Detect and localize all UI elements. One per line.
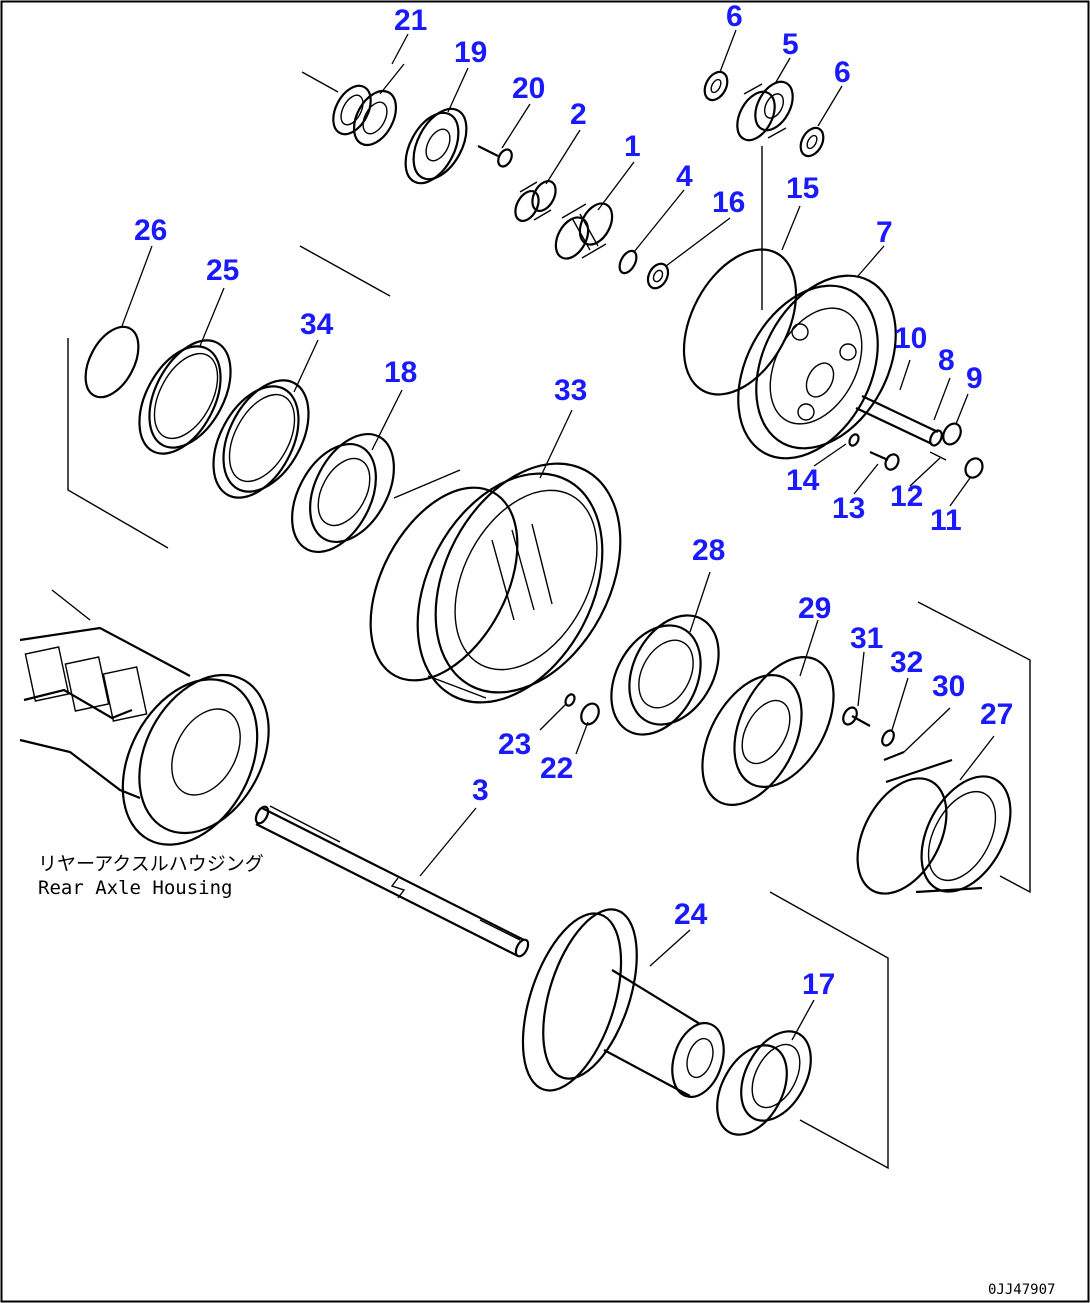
callout-20: 20 <box>512 72 545 105</box>
callout-6-top: 6 <box>726 0 743 33</box>
callout-16: 16 <box>712 186 745 219</box>
part-26-o-ring <box>84 325 140 399</box>
callout-7: 7 <box>876 216 893 249</box>
callout-12: 12 <box>890 480 923 513</box>
callout-5: 5 <box>782 28 799 61</box>
callout-11: 11 <box>930 504 962 537</box>
callout-14: 14 <box>786 464 820 497</box>
callout-26: 26 <box>134 214 167 247</box>
part-5-planet-gear <box>736 80 794 310</box>
part-23-washer <box>564 693 576 707</box>
part-31-bolt <box>842 706 871 727</box>
callout-23: 23 <box>498 728 531 761</box>
callout-15: 15 <box>786 172 819 205</box>
callout-4: 4 <box>676 160 693 193</box>
callout-25: 25 <box>206 254 239 287</box>
callout-9: 9 <box>966 362 983 395</box>
part-17-bearing <box>716 1030 812 1136</box>
callout-17: 17 <box>802 968 835 1001</box>
callout-30: 30 <box>932 670 965 703</box>
callout-3: 3 <box>472 774 489 807</box>
callout-24: 24 <box>674 898 708 931</box>
part-7-planet-carrier <box>737 274 897 460</box>
part-6-thrust-washer-upper <box>703 70 729 102</box>
callout-labels: 21 19 20 2 1 4 16 6 5 6 15 7 26 25 34 18… <box>134 0 1013 1001</box>
part-13-bolt <box>869 450 900 471</box>
part-21-lock-plates <box>301 71 398 147</box>
part-14-washer <box>848 433 860 447</box>
callout-31: 31 <box>850 622 883 655</box>
part-29-ring-gear-hub <box>701 656 835 806</box>
callout-33: 33 <box>554 374 587 407</box>
callout-8: 8 <box>938 344 955 377</box>
callout-18: 18 <box>384 356 417 389</box>
part-1-needle-bearing <box>554 202 614 260</box>
callout-21: 21 <box>394 4 427 37</box>
part-6-thrust-washer-lower <box>799 126 825 158</box>
part-4-snap-ring <box>618 249 638 275</box>
part-24-hub-flange <box>521 908 725 1098</box>
part-11-plug <box>964 457 984 479</box>
part-18-bearing <box>291 432 395 554</box>
part-2-bushing <box>514 180 557 222</box>
callout-22: 22 <box>540 752 573 785</box>
part-28-bearing <box>610 614 720 736</box>
callout-28: 28 <box>692 534 725 567</box>
part-19-retainer-plate <box>404 107 468 185</box>
callout-19: 19 <box>454 36 487 69</box>
callout-29: 29 <box>798 592 831 625</box>
part-30-pin <box>883 750 905 762</box>
part-25-seal <box>138 339 232 455</box>
part-8-shaft <box>855 395 943 447</box>
rear-axle-housing <box>19 589 270 846</box>
callout-6-right: 6 <box>834 56 851 89</box>
part-34-seal <box>212 379 310 499</box>
callout-10: 10 <box>894 322 927 355</box>
callout-1: 1 <box>624 130 641 163</box>
part-16-washer <box>646 262 670 290</box>
housing-caption-japanese: リヤーアクスルハウジング <box>38 853 264 875</box>
callout-27: 27 <box>980 698 1013 731</box>
callout-32: 32 <box>890 646 923 679</box>
group-bracket-left <box>67 245 391 549</box>
part-22-plug <box>580 702 600 726</box>
part-9-ball <box>942 422 962 446</box>
part-20-bolt <box>477 145 513 168</box>
callout-34: 34 <box>300 308 334 341</box>
group-bracket-bottom <box>769 891 889 1170</box>
leader-lines <box>121 29 995 1041</box>
part-27-ring-gear <box>856 758 1012 895</box>
group-bracket-right-ring <box>917 601 1031 894</box>
drawing-code: 0JJ47907 <box>988 1282 1055 1298</box>
part-32-washer <box>881 729 895 747</box>
part-3-axle-shaft <box>254 805 530 958</box>
part-12-pin <box>929 451 947 461</box>
callout-13: 13 <box>832 492 865 525</box>
housing-caption-english: Rear Axle Housing <box>38 877 232 899</box>
callout-2: 2 <box>570 98 587 131</box>
part-33-wheel-hub <box>369 462 622 704</box>
